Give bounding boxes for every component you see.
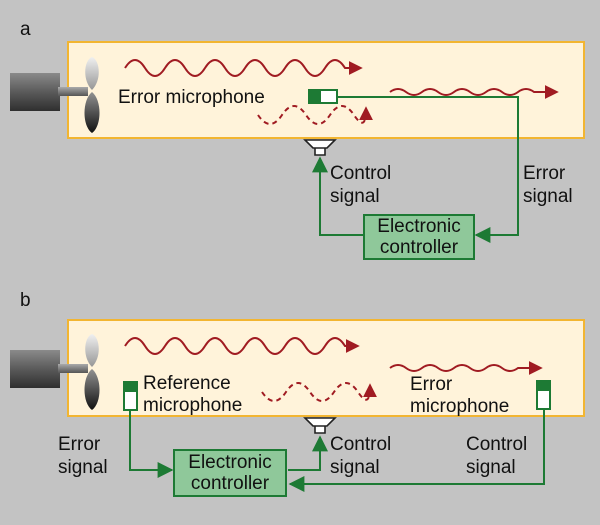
panel-letter-a: a: [20, 19, 31, 40]
duct-b: [67, 319, 585, 417]
panel-letter-b: b: [20, 290, 31, 311]
error-signal-label-line1: Error: [523, 163, 566, 184]
motor-icon: [10, 73, 60, 111]
reference-microphone-label-line1: Reference: [143, 373, 231, 394]
anti-noise-wave-a: [257, 105, 373, 125]
panel-b: [10, 319, 585, 497]
noise-wave-a: [124, 59, 363, 77]
control-signal-line-a: [312, 156, 364, 236]
residual-wave-a: [389, 85, 559, 99]
shaft-icon: [58, 87, 88, 96]
control-signal-label-line1: Control: [330, 163, 392, 184]
error-microphone-label-line1: Error: [410, 374, 453, 395]
loudspeaker-icon: [303, 139, 337, 156]
loudspeaker-icon: [303, 417, 337, 434]
control-signal-right-label-line1: Control: [466, 434, 528, 455]
reference-microphone-label-line2: microphone: [143, 395, 243, 416]
controller-label-line2: controller: [190, 473, 270, 494]
error-signal-label-line2: signal: [523, 186, 573, 207]
controller-label-line2: controller: [379, 237, 459, 258]
residual-wave-b: [389, 361, 543, 375]
error-microphone-capsule: [537, 381, 550, 391]
electronic-controller-a: [363, 214, 475, 260]
error-signal-label-b-line1: Error: [58, 434, 101, 455]
error-microphone-label: Error microphone: [118, 87, 265, 108]
controller-label-line1: Electronic: [188, 452, 272, 473]
electronic-controller-b: [173, 449, 287, 497]
fan-blade-icon: [84, 334, 100, 410]
error-microphone-capsule: [309, 90, 321, 103]
error-microphone-label-line2: microphone: [410, 396, 510, 417]
shaft-icon: [58, 364, 88, 373]
control-signal-line-b-mid: [288, 435, 328, 471]
motor-icon: [10, 350, 60, 388]
error-signal-line-a: [337, 96, 519, 243]
fan-blade-icon: [84, 57, 100, 133]
electronic-controller-label-b: Electronic controller: [174, 452, 286, 494]
control-signal-line-b-right: [288, 409, 545, 492]
anti-noise-wave-b: [261, 382, 377, 402]
error-signal-line-b: [129, 410, 174, 478]
control-signal-right-label-line2: signal: [466, 457, 516, 478]
control-signal-mid-label-line1: Control: [330, 434, 392, 455]
controller-label-line1: Electronic: [377, 216, 461, 237]
control-signal-mid-label-line2: signal: [330, 457, 380, 478]
noise-wave-b: [124, 337, 360, 355]
control-signal-label-line2: signal: [330, 186, 380, 207]
electronic-controller-label-a: Electronic controller: [364, 216, 474, 258]
reference-microphone-capsule: [124, 382, 137, 392]
error-signal-label-b-line2: signal: [58, 457, 108, 478]
panel-a: [10, 41, 585, 260]
